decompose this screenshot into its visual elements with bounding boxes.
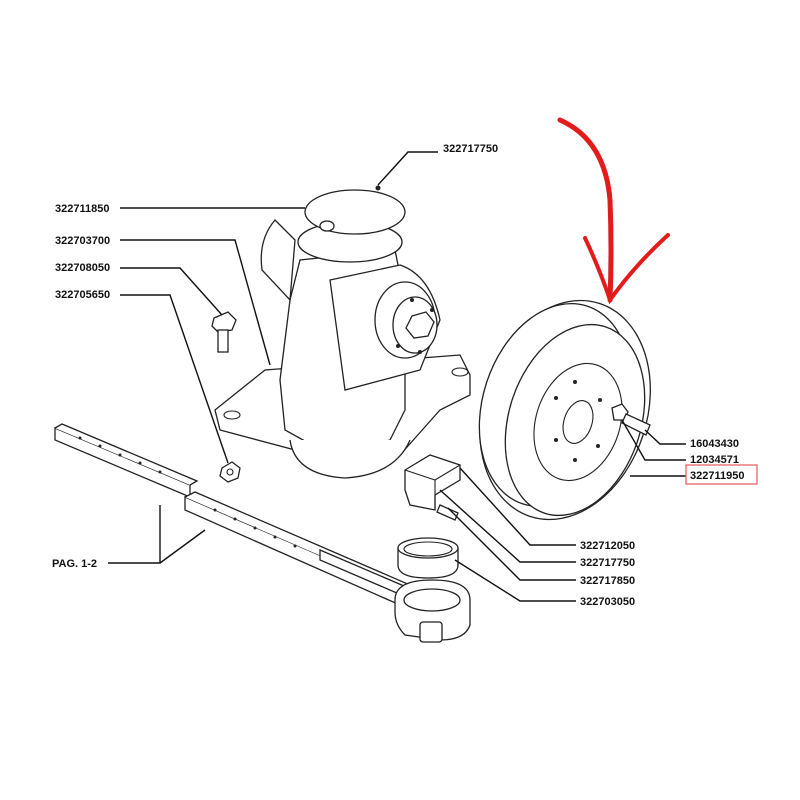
label-screw: 16043430 xyxy=(690,438,739,450)
label-bolt: 322708050 xyxy=(55,262,110,274)
label-322717750-top: 322717750 xyxy=(443,143,498,155)
pulley xyxy=(478,299,651,521)
label-washer: 12034571 xyxy=(690,454,739,466)
label-nut: 322705650 xyxy=(55,289,110,301)
red-arrow-annotation xyxy=(557,117,670,305)
label-grease-nipple-bracket: 322717750 xyxy=(580,557,635,569)
bracket-block xyxy=(404,454,461,521)
bushing-ring xyxy=(397,537,459,579)
highlight-box xyxy=(685,464,758,485)
clamp xyxy=(394,579,471,643)
label-pin: 322717850 xyxy=(580,575,635,587)
label-pulley: 322711950 xyxy=(690,470,744,482)
leader-lines xyxy=(108,151,686,602)
bolt xyxy=(211,311,237,353)
label-cover: 322711850 xyxy=(55,203,109,215)
housing xyxy=(214,185,471,479)
label-page-ref: PAG. 1-2 xyxy=(52,558,97,570)
label-bracket: 322712050 xyxy=(580,540,635,552)
label-housing: 322703700 xyxy=(55,235,110,247)
label-bushing: 322703050 xyxy=(580,596,635,608)
nut xyxy=(219,461,241,483)
